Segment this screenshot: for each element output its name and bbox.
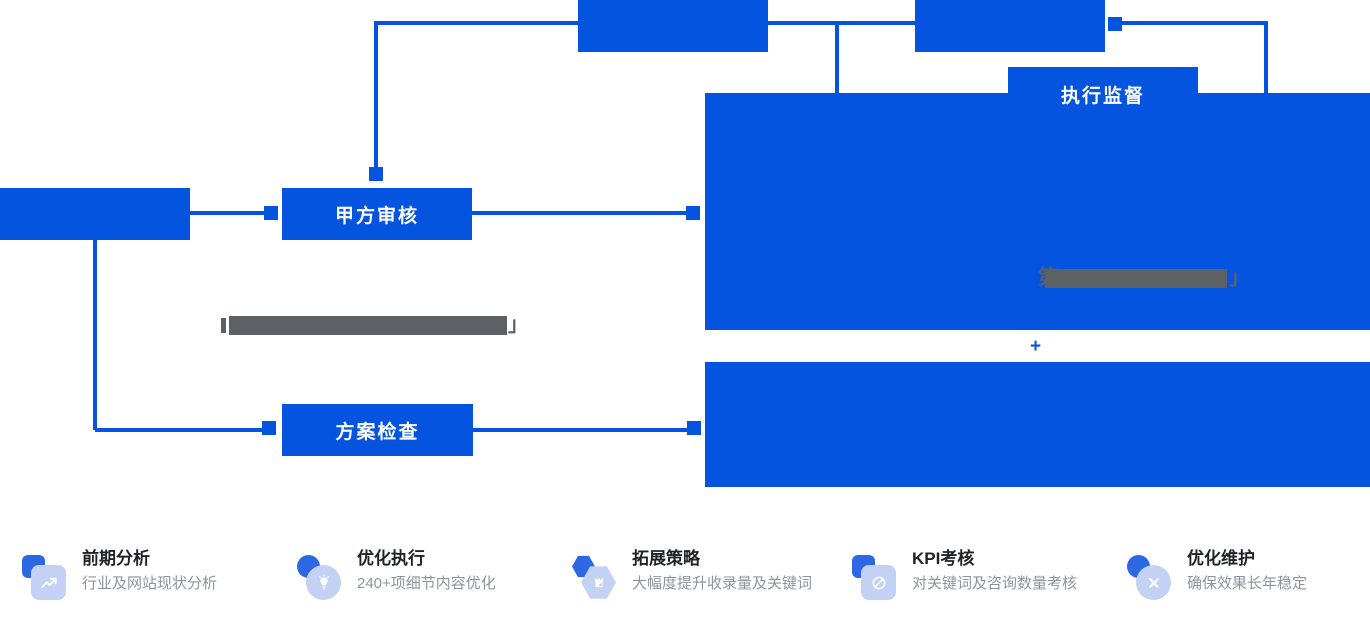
connector-line: [376, 21, 578, 25]
party-a-review-label: 甲方审核: [334, 205, 419, 227]
flow-box-start-partial: [0, 188, 190, 240]
connector-node: [262, 421, 276, 435]
redacted-suffix-char: 」: [1229, 267, 1249, 289]
step-item: 优化维护 确保效果长年稳定: [1127, 545, 1307, 603]
redaction-fragment: [221, 317, 226, 333]
exec-supervision-label: 执行监督: [1060, 85, 1145, 107]
connector-line: [190, 211, 266, 215]
step-desc: 240+项细节内容优化: [357, 575, 496, 592]
step-title: 优化执行: [357, 549, 425, 568]
connector-node: [369, 167, 383, 181]
connector-line: [835, 21, 839, 95]
connector-line: [472, 211, 688, 215]
step-desc: 行业及网站现状分析: [82, 575, 218, 592]
step-title: KPI考核: [912, 549, 975, 568]
connector-line: [95, 428, 263, 432]
connector-node: [686, 206, 700, 220]
step-title: 优化维护: [1187, 549, 1255, 568]
gauge-icon: [852, 555, 898, 603]
step-item: 优化执行 240+项细节内容优化: [297, 545, 496, 603]
step-item: 前期分析 行业及网站现状分析: [22, 545, 217, 603]
flow-panel-result: [705, 362, 1370, 487]
step-item: KPI考核 对关键词及咨询数量考核: [852, 545, 1077, 603]
flow-box-party-a-review: 甲方审核: [282, 188, 472, 240]
flow-box-plan-check: 方案检查: [282, 404, 473, 456]
lightbulb-icon: [297, 555, 343, 603]
wrench-icon: [1127, 555, 1173, 603]
trend-chart-icon: [22, 555, 68, 603]
step-title: 前期分析: [82, 549, 150, 568]
redaction-bar: [229, 315, 507, 335]
connector-node: [1108, 17, 1122, 31]
plan-check-label: 方案检查: [335, 421, 420, 443]
connector-line: [374, 21, 378, 170]
step-desc: 确保效果长年稳定: [1187, 575, 1308, 592]
flow-box-exec-supervision: 执行监督: [1008, 67, 1198, 121]
connector-node: [687, 421, 701, 435]
connector-node: [264, 206, 278, 220]
redacted-text: 第」: [1038, 266, 1249, 290]
step-item: 拓展策略 大幅度提升收录量及关键词: [572, 545, 812, 603]
strategy-rook-icon: [572, 555, 618, 603]
step-desc: 大幅度提升收录量及关键词: [632, 575, 813, 592]
connector-line: [1122, 21, 1268, 25]
redaction-bar: [1045, 268, 1227, 288]
step-desc: 对关键词及咨询数量考核: [912, 575, 1078, 592]
redacted-text: 」: [221, 313, 528, 337]
connector-line: [93, 240, 97, 430]
flow-panel-execution: [705, 93, 1370, 330]
connector-line: [768, 21, 915, 25]
connector-line: [473, 428, 688, 432]
redacted-suffix-char: 」: [508, 314, 528, 336]
connector-line: [1264, 21, 1268, 95]
plus-sign: +: [1030, 336, 1042, 357]
flow-box-top-right-partial: [915, 0, 1105, 52]
step-title: 拓展策略: [632, 549, 700, 568]
process-steps-row: 前期分析 行业及网站现状分析 优化执行 240+项细节内容优化: [0, 545, 1370, 619]
flow-box-top-left-partial: [578, 0, 768, 52]
